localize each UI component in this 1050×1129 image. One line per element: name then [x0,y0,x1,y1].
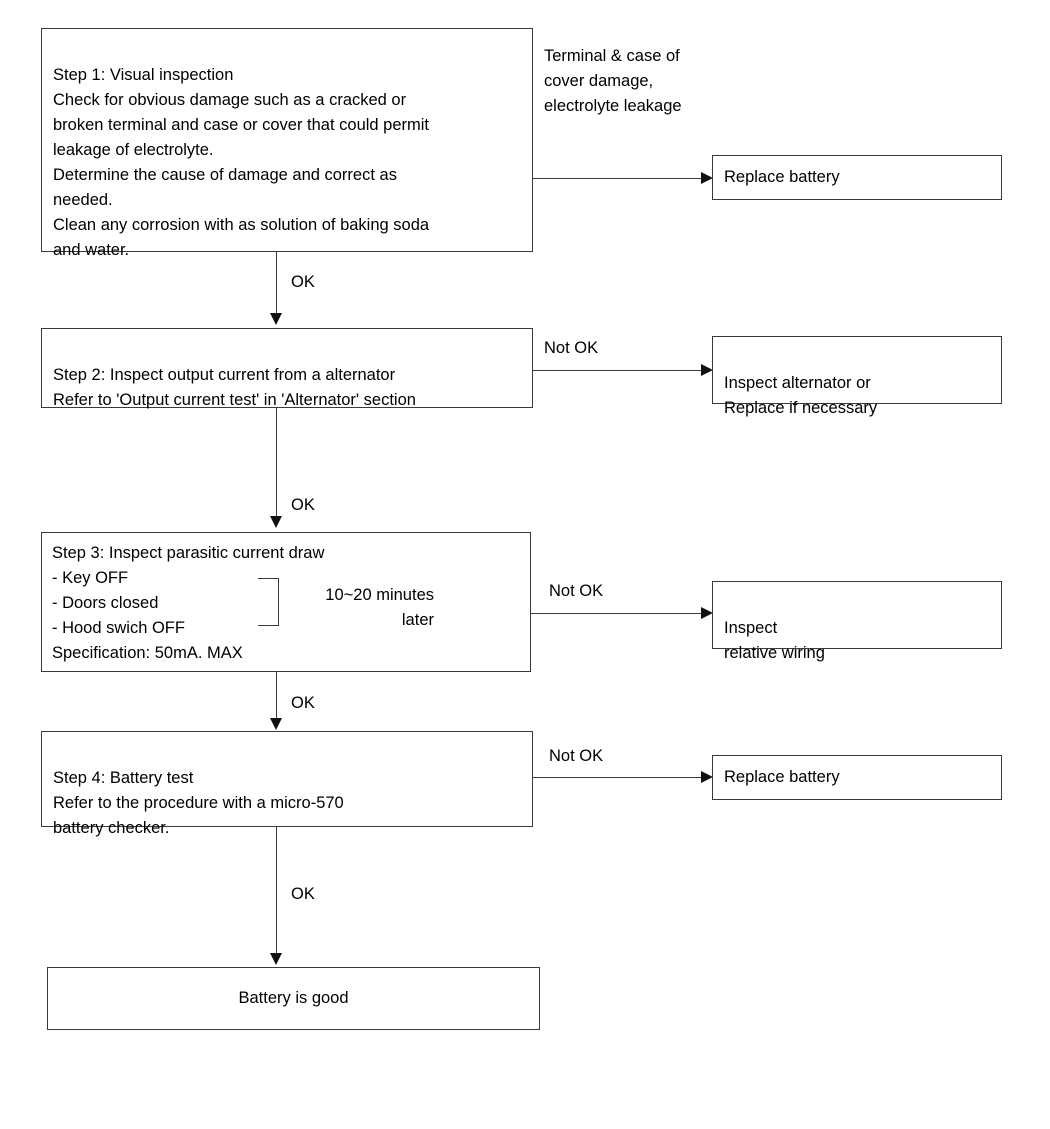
ok-label-4: OK [291,885,315,903]
step3-timer-note: 10~20 minutes later [325,586,434,629]
replace-battery-box-1[interactable]: Replace battery [712,155,1002,200]
step4-to-final-arrowhead [269,953,282,965]
ok-label-2: OK [291,496,315,514]
step3-to-step4-line [276,672,277,722]
step3-specification: Specification: 50mA. MAX [52,644,243,662]
battery-good-box[interactable]: Battery is good [47,967,540,1030]
ok-label-1: OK [291,273,315,291]
step4-text: Step 4: Battery test Refer to the proced… [53,769,344,837]
step2-text: Step 2: Inspect output current from a al… [53,366,416,409]
replace-battery-label-1: Replace battery [724,168,840,186]
replace-battery-label-2: Replace battery [724,768,840,786]
battery-good-label: Battery is good [238,989,349,1007]
ok-label-3: OK [291,694,315,712]
step2-box[interactable]: Step 2: Inspect output current from a al… [41,328,533,409]
not-ok-label-3: Not OK [549,582,604,600]
step1-to-step2-line [276,252,277,315]
step2-to-step3-line [276,408,277,518]
inspect-wiring-box[interactable]: Inspect relative wiring [712,581,1002,662]
step2-to-alternator-line [533,370,705,371]
step1-box[interactable]: Step 1: Visual inspection Check for obvi… [41,28,533,259]
step1-condition-label: Terminal & case of cover damage, electro… [544,47,682,115]
step3-to-wiring-arrowhead [701,606,713,619]
step3-box[interactable] [41,532,531,672]
step1-to-replace-arrowhead [701,171,713,184]
step3-heading: Step 3: Inspect parasitic current draw [52,544,325,562]
step1-to-replace-line [533,178,705,179]
step3-to-step4-arrowhead [269,718,282,730]
step4-to-final-line [276,827,277,955]
step3-condition-bracket [258,578,279,626]
step2-to-alternator-arrowhead [701,363,713,376]
step1-to-step2-arrowhead [269,313,282,325]
inspect-alternator-label: Inspect alternator or Replace if necessa… [724,374,878,417]
step4-to-replace-line [533,777,705,778]
step4-to-replace-arrowhead [701,770,713,783]
step1-text: Step 1: Visual inspection Check for obvi… [53,66,430,259]
replace-battery-box-2[interactable]: Replace battery [712,755,1002,800]
not-ok-label-2: Not OK [544,339,599,357]
step3-conditions: - Key OFF - Doors closed - Hood swich OF… [52,569,185,637]
step2-to-step3-arrowhead [269,516,282,528]
not-ok-label-4: Not OK [549,747,604,765]
inspect-alternator-box[interactable]: Inspect alternator or Replace if necessa… [712,336,1002,417]
step3-to-wiring-line [531,613,705,614]
step4-box[interactable]: Step 4: Battery test Refer to the proced… [41,731,533,837]
inspect-wiring-label: Inspect relative wiring [724,619,825,662]
